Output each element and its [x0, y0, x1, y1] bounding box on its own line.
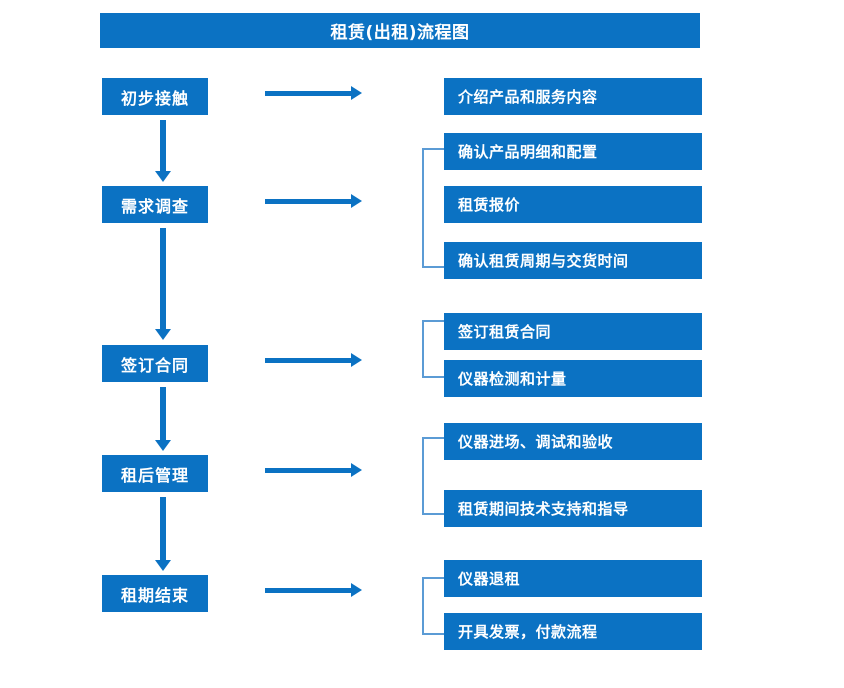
group-bracket-sign-contract — [422, 320, 444, 378]
detail-box-confirm-product-details[interactable]: 确认产品明细和配置 — [444, 133, 702, 170]
group-bracket-rental-end — [422, 577, 444, 635]
group-bracket-needs-survey — [422, 148, 444, 268]
detail-box-technical-support[interactable]: 租赁期间技术支持和指导 — [444, 490, 702, 527]
vertical-arrow-4 — [155, 497, 171, 571]
detail-box-rental-quotation[interactable]: 租赁报价 — [444, 186, 702, 223]
stage-box-post-rental-management[interactable]: 租后管理 — [102, 455, 208, 492]
vertical-arrow-3 — [155, 387, 171, 451]
horizontal-arrow-4 — [265, 463, 362, 477]
detail-box-sign-rental-contract[interactable]: 签订租赁合同 — [444, 313, 702, 350]
horizontal-arrow-5 — [265, 583, 362, 597]
horizontal-arrow-1 — [265, 86, 362, 100]
horizontal-arrow-2 — [265, 194, 362, 208]
stage-box-rental-end[interactable]: 租期结束 — [102, 575, 208, 612]
page-title: 租赁(出租)流程图 — [100, 13, 700, 48]
detail-box-introduce-products[interactable]: 介绍产品和服务内容 — [444, 78, 702, 115]
detail-box-confirm-rental-period[interactable]: 确认租赁周期与交货时间 — [444, 242, 702, 279]
detail-box-instrument-inspection[interactable]: 仪器检测和计量 — [444, 360, 702, 397]
detail-box-instrument-delivery[interactable]: 仪器进场、调试和验收 — [444, 423, 702, 460]
horizontal-arrow-3 — [265, 353, 362, 367]
vertical-arrow-1 — [155, 120, 171, 182]
group-bracket-post-rental — [422, 437, 444, 515]
vertical-arrow-2 — [155, 228, 171, 340]
detail-box-invoice-payment[interactable]: 开具发票，付款流程 — [444, 613, 702, 650]
stage-box-sign-contract[interactable]: 签订合同 — [102, 345, 208, 382]
stage-box-needs-survey[interactable]: 需求调查 — [102, 186, 208, 223]
stage-box-initial-contact[interactable]: 初步接触 — [102, 78, 208, 115]
detail-box-instrument-return[interactable]: 仪器退租 — [444, 560, 702, 597]
